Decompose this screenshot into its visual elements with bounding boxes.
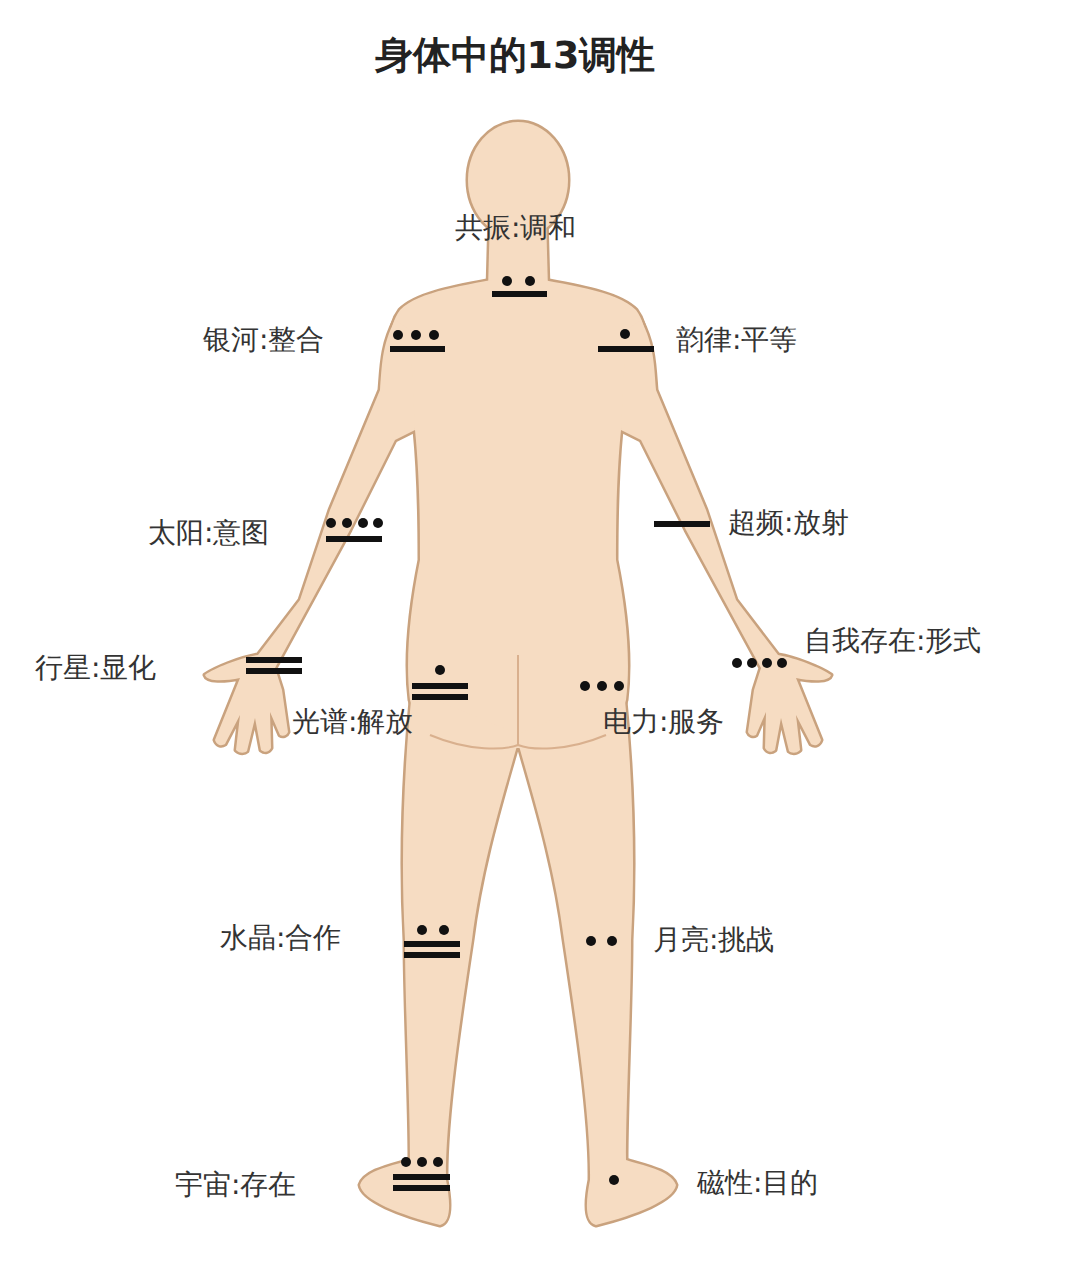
body-fill	[205, 122, 831, 1225]
tone-label: 电力:服务	[603, 705, 724, 739]
tone-label: 行星:显化	[35, 651, 156, 685]
gluteal-line	[430, 655, 606, 749]
tone-label: 韵律:平等	[676, 323, 797, 357]
tone-label: 共振:调和	[455, 211, 576, 245]
tone-label: 光谱:解放	[292, 705, 413, 739]
tone-label: 超频:放射	[728, 506, 849, 540]
tone-label: 太阳:意图	[148, 516, 269, 550]
tone-label: 磁性:目的	[697, 1166, 818, 1200]
tone-label: 水晶:合作	[220, 921, 341, 955]
tone-label: 自我存在:形式	[804, 624, 981, 658]
tone-label: 宇宙:存在	[175, 1168, 296, 1202]
mayan-numerals	[246, 276, 787, 1191]
title: 身体中的13调性	[375, 33, 656, 79]
tone-label: 银河:整合	[203, 323, 324, 357]
body-outline	[205, 122, 831, 1225]
tone-label: 月亮:挑战	[653, 923, 774, 957]
